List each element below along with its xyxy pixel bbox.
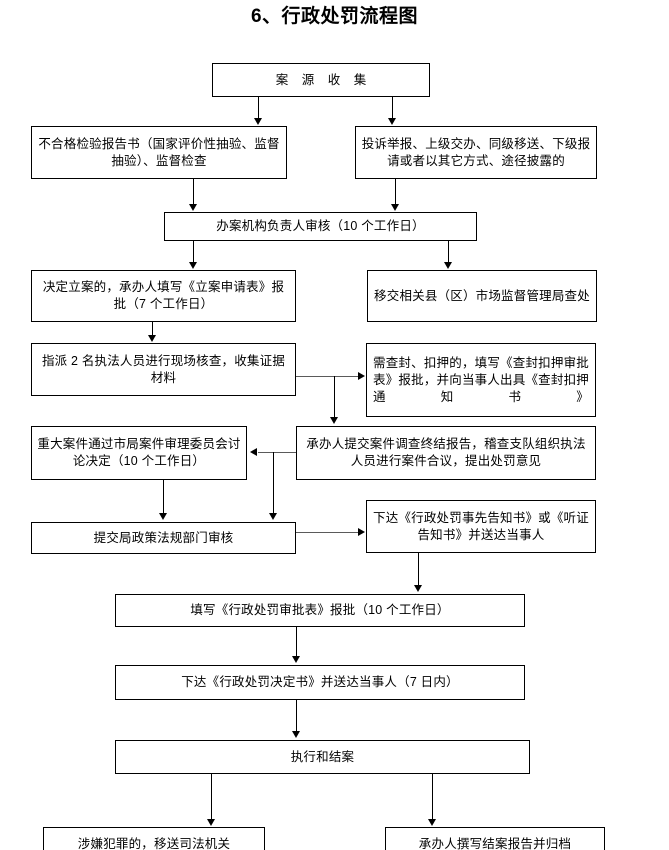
node-label: 案 源 收 集: [275, 72, 372, 87]
node-major-case-committee-decision[interactable]: 重大案件通过市局案件审理委员会讨论决定（10 个工作日）: [31, 426, 247, 480]
edge-n3-n4-arrowhead: [390, 204, 399, 211]
node-label: 下达《行政处罚事先告知书》或《听证告知书》并送达当事人: [373, 510, 589, 542]
edge-n11-n12-horizontal: [296, 532, 358, 533]
node-label: 下达《行政处罚决定书》并送达当事人（7 日内）: [181, 675, 459, 689]
node-label: 不合格检验报告书（国家评价性抽验、监督抽验）、监督检查: [38, 136, 280, 168]
edge-n13-n14-vertical: [296, 627, 297, 657]
edge-n3-n4-vertical: [395, 179, 396, 205]
node-label: 指派 2 名执法人员进行现场核查，收集证据材料: [41, 353, 286, 385]
node-policy-regulation-dept-review[interactable]: 提交局政策法规部门审核: [31, 522, 296, 554]
node-penalty-approval-form[interactable]: 填写《行政处罚审批表》报批（10 个工作日）: [115, 594, 525, 627]
edge-n12-n13-vertical: [418, 553, 419, 586]
node-transfer-to-judicial-organ[interactable]: 涉嫌犯罪的，移送司法机关: [43, 827, 265, 850]
edge-n15-n16-arrowhead: [206, 819, 215, 826]
node-case-handling-head-review[interactable]: 办案机构负责人审核（10 个工作日）: [164, 212, 477, 241]
edge-junction-n10-vertical: [334, 376, 335, 418]
node-seizure-detention-approval[interactable]: 需查封、扣押的，填写《查封扣押审批表》报批，并向当事人出具《查封扣押通知书》: [366, 343, 596, 417]
edge-n1-n2-arrowhead: [253, 118, 262, 125]
edge-n10-n11-arrowhead: [268, 513, 277, 520]
node-case-source-collection[interactable]: 案 源 收 集: [212, 63, 430, 97]
edge-n15-n16-vertical: [211, 774, 212, 820]
node-label: 承办人撰写结案报告并归档: [418, 836, 572, 850]
node-label: 填写《行政处罚审批表》报批（10 个工作日）: [190, 603, 450, 617]
node-label: 涉嫌犯罪的，移送司法机关: [77, 836, 231, 850]
edge-n5-n7-vertical: [152, 322, 153, 336]
edge-n5-n7-arrowhead: [147, 335, 156, 342]
node-assign-enforcement-officers[interactable]: 指派 2 名执法人员进行现场核查，收集证据材料: [31, 343, 296, 396]
node-prior-notice-and-hearing-notice[interactable]: 下达《行政处罚事先告知书》或《听证告知书》并送达当事人: [366, 500, 596, 553]
node-label: 办案机构负责人审核（10 个工作日）: [216, 219, 425, 233]
edge-n10-n11-vertical: [273, 452, 274, 514]
edge-n15-n17-arrowhead: [427, 819, 436, 826]
node-complaints-and-referrals[interactable]: 投诉举报、上级交办、同级移送、下级报请或者以其它方式、途径披露的: [355, 126, 597, 179]
node-label: 投诉举报、上级交办、同级移送、下级报请或者以其它方式、途径披露的: [361, 136, 591, 168]
edge-n12-n13-arrowhead: [413, 585, 422, 592]
edge-n1-n3-vertical: [392, 97, 393, 119]
edge-n4-n5-vertical: [193, 241, 194, 263]
edge-n15-n17-vertical: [432, 774, 433, 820]
node-label: 需查封、扣押的，填写《查封扣押审批表》报批，并向当事人出具《查封扣押通知书》: [373, 355, 589, 404]
edge-n4-n5-arrowhead: [188, 262, 197, 269]
edge-n9-n11-arrowhead: [158, 513, 167, 520]
node-transfer-to-county-bureau[interactable]: 移交相关县（区）市场监督管理局查处: [367, 270, 597, 322]
edge-n2-n4-vertical: [193, 179, 194, 205]
node-label: 重大案件通过市局案件审理委员会讨论决定（10 个工作日）: [37, 437, 241, 468]
node-investigation-report-collegial-review[interactable]: 承办人提交案件调查终结报告，稽查支队组织执法人员进行案件合议，提出处罚意见: [296, 426, 596, 480]
node-label: 承办人提交案件调查终结报告，稽查支队组织执法人员进行案件合议，提出处罚意见: [306, 437, 586, 468]
edge-n11-n12-arrowhead: [358, 527, 365, 536]
edge-n1-n3-arrowhead: [387, 118, 396, 125]
edge-n4-n6-vertical: [448, 241, 449, 263]
edge-n10-n9-horizontal: [258, 452, 296, 453]
edge-junction-n10-arrowhead: [329, 417, 338, 424]
node-execution-and-closure[interactable]: 执行和结案: [115, 740, 530, 774]
edge-n14-n15-arrowhead: [291, 731, 300, 738]
edge-n9-n11-vertical: [163, 480, 164, 514]
edge-n10-n9-arrowhead: [250, 447, 257, 456]
edge-n7-n8-arrowhead: [358, 371, 365, 380]
node-penalty-decision-delivery[interactable]: 下达《行政处罚决定书》并送达当事人（7 日内）: [115, 665, 525, 700]
node-file-case-application[interactable]: 决定立案的，承办人填写《立案申请表》报批（7 个工作日）: [31, 270, 296, 322]
edge-n2-n4-arrowhead: [188, 204, 197, 211]
edge-n4-n6-arrowhead: [443, 262, 452, 269]
edge-n7-n8-horizontal: [296, 376, 358, 377]
node-label: 执行和结案: [290, 749, 355, 764]
node-closure-report-and-archive[interactable]: 承办人撰写结案报告并归档: [385, 827, 605, 850]
edge-n14-n15-vertical: [296, 700, 297, 732]
node-label: 决定立案的，承办人填写《立案申请表》报批（7 个工作日）: [42, 280, 285, 311]
node-label: 移交相关县（区）市场监督管理局查处: [374, 288, 590, 303]
edge-n1-n2-vertical: [258, 97, 259, 119]
edge-n13-n14-arrowhead: [291, 656, 300, 663]
node-label: 提交局政策法规部门审核: [93, 530, 234, 545]
node-unqualified-inspection-report[interactable]: 不合格检验报告书（国家评价性抽验、监督抽验）、监督检查: [31, 126, 287, 179]
page-title: 6、行政处罚流程图: [250, 6, 419, 27]
